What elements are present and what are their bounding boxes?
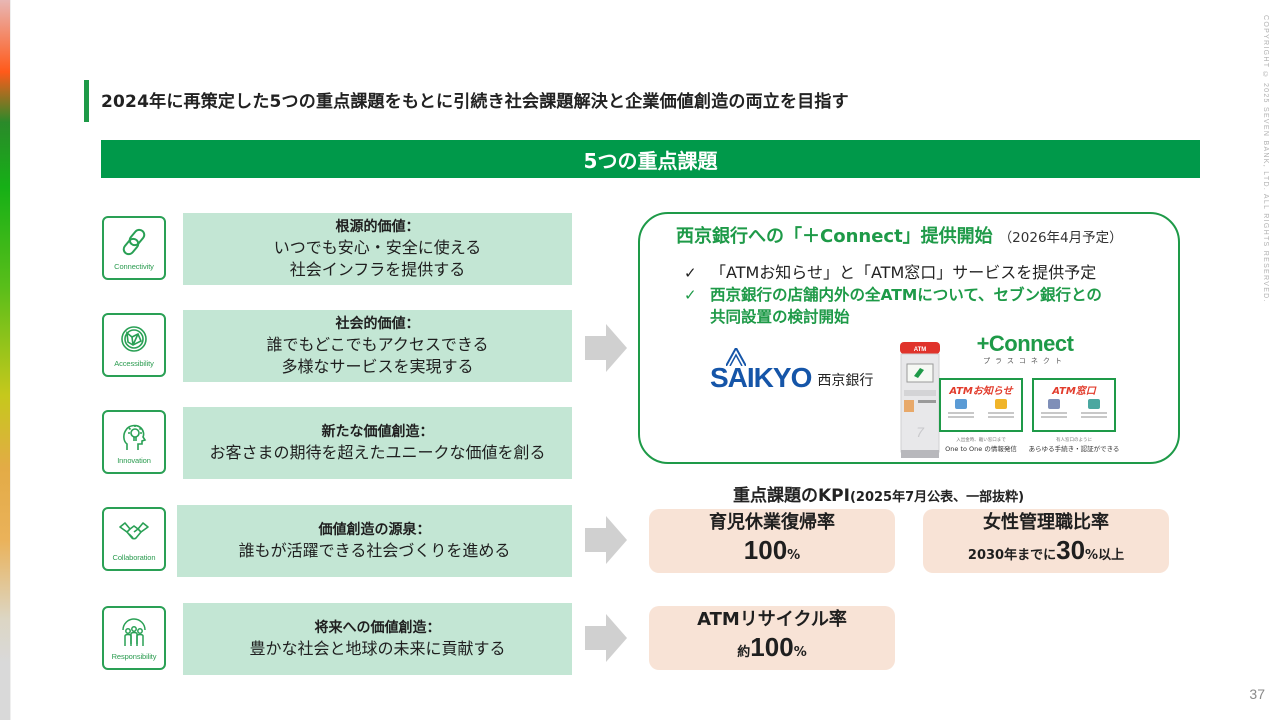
issue-desc-line: 誰もが活躍できる社会づくりを進める bbox=[238, 540, 511, 560]
issue-title: 価値創造の源泉： bbox=[318, 521, 431, 538]
right-arrow-icon bbox=[585, 324, 627, 372]
mail-cancel-icon bbox=[995, 399, 1007, 409]
kpi-value: 100 bbox=[750, 632, 794, 662]
right-arrow-icon bbox=[585, 614, 627, 662]
kpi-card-childcare-return: 育児休業復帰率 100 % bbox=[649, 509, 895, 573]
lightbulb-head-icon bbox=[123, 424, 147, 450]
atm-machine-image: ATM 7 bbox=[900, 342, 940, 458]
page-number: 37 bbox=[1249, 686, 1265, 702]
accessibility-badge: Accessibility bbox=[102, 313, 166, 377]
panel-title: 西京銀行への「＋Connect」提供開始 （2026年4月予定） bbox=[676, 222, 1123, 248]
kpi-label: ATMリサイクル率 bbox=[697, 609, 847, 630]
service-caption: 入出金時、離い窓口まで One to One の情報発信 bbox=[945, 438, 1017, 453]
issue-desc-line: いつでも安心・安全に使える bbox=[273, 237, 482, 257]
handshake-icon bbox=[119, 522, 149, 540]
section-banner: 5つの重点課題 bbox=[101, 140, 1200, 178]
issue-title: 将来への価値創造： bbox=[314, 619, 441, 636]
kpi-label: 女性管理職比率 bbox=[983, 512, 1109, 533]
issue-box-future-value: 将来への価値創造： 豊かな社会と地球の未来に貢献する bbox=[183, 603, 572, 675]
plus-connect-panel: 西京銀行への「＋Connect」提供開始 （2026年4月予定） ✓ 「ATMお知… bbox=[638, 212, 1180, 464]
plus-connect-wordmark: +Connect bbox=[976, 331, 1074, 356]
plus-connect-logo: +Connect プラスコネクト bbox=[970, 332, 1080, 366]
collaboration-badge: Collaboration bbox=[102, 507, 166, 571]
bullet-item-continuation: 共同設置の検討開始 bbox=[684, 306, 1102, 328]
issue-desc-line: 誰でもどこでもアクセスできる bbox=[266, 334, 489, 354]
svg-text:7: 7 bbox=[916, 424, 925, 440]
kpi-title-sub: (2025年7月公表、一部抜粋) bbox=[849, 490, 1025, 505]
connectivity-badge: Connectivity bbox=[102, 216, 166, 280]
responsibility-badge: Responsibility bbox=[102, 606, 166, 670]
innovation-label: Innovation bbox=[117, 456, 151, 465]
bullet-item: ✓ 「ATMお知らせ」と「ATM窓口」サービスを提供予定 bbox=[684, 262, 1102, 284]
section-banner-title: 5つの重点課題 bbox=[583, 148, 718, 173]
atm-screen-icon bbox=[1088, 399, 1100, 409]
collaboration-label: Collaboration bbox=[112, 553, 156, 562]
globe-network-icon bbox=[121, 326, 147, 352]
service-card-atm-counter: ATM窓口 bbox=[1032, 378, 1116, 432]
panel-bullets: ✓ 「ATMお知らせ」と「ATM窓口」サービスを提供予定 ✓ 西京銀行の店舗内外… bbox=[684, 262, 1102, 328]
issue-box-source-of-value: 価値創造の源泉： 誰もが活躍できる社会づくりを進める bbox=[177, 505, 572, 577]
saikyo-bank-logo: SAIKYO 西京銀行 bbox=[710, 348, 874, 392]
service-caption: 有人窓口のように あらゆる手続き・認証ができる bbox=[1028, 438, 1120, 453]
check-icon: ✓ bbox=[684, 286, 697, 304]
card-plus-icon bbox=[1048, 399, 1060, 409]
issue-title: 根源的価値： bbox=[335, 218, 420, 235]
kpi-card-atm-recycle: ATMリサイクル率 約 100 % bbox=[649, 606, 895, 670]
panel-title-main: 西京銀行への「＋Connect」提供開始 bbox=[676, 226, 993, 247]
issue-box-fundamental-value: 根源的価値： いつでも安心・安全に使える 社会インフラを提供する bbox=[183, 213, 572, 285]
saikyo-logo-jp: 西京銀行 bbox=[817, 373, 874, 389]
issue-box-social-value: 社会的価値： 誰でもどこでもアクセスできる 多様なサービスを実現する bbox=[183, 310, 572, 382]
issue-desc-line: お客さまの期待を超えたユニークな価値を創る bbox=[209, 442, 546, 462]
service-title: ATMお知らせ bbox=[949, 386, 1013, 397]
gear-hand-icon bbox=[955, 399, 967, 409]
kpi-value: 100 bbox=[743, 535, 788, 565]
link-icon bbox=[122, 228, 146, 256]
issue-desc-line: 多様なサービスを実現する bbox=[281, 356, 474, 376]
saikyo-logo-word: SAIKYO bbox=[710, 348, 812, 392]
panel-title-date: （2026年4月予定） bbox=[998, 230, 1123, 246]
kpi-label: 育児休業復帰率 bbox=[709, 512, 835, 533]
bullet-text: 「ATMお知らせ」と「ATM窓口」サービスを提供予定 bbox=[710, 263, 1097, 282]
service-title: ATM窓口 bbox=[1052, 386, 1096, 397]
bullet-item: ✓ 西京銀行の店舗内外の全ATMについて、セブン銀行との bbox=[684, 284, 1102, 306]
kpi-title-main: 重点課題のKPI bbox=[733, 486, 850, 506]
saikyo-peak-icon bbox=[726, 348, 746, 366]
issue-desc-line: 豊かな社会と地球の未来に貢献する bbox=[249, 638, 506, 658]
connectivity-label: Connectivity bbox=[114, 262, 154, 271]
accessibility-label: Accessibility bbox=[114, 359, 154, 368]
check-icon: ✓ bbox=[684, 264, 697, 282]
kpi-section-title: 重点課題のKPI(2025年7月公表、一部抜粋) bbox=[733, 481, 1024, 506]
people-globe-icon bbox=[122, 618, 146, 646]
issue-title: 社会的価値： bbox=[335, 315, 420, 332]
issue-box-new-value-creation: 新たな価値創造： お客さまの期待を超えたユニークな価値を創る bbox=[183, 407, 572, 479]
bullet-text: 共同設置の検討開始 bbox=[710, 308, 850, 326]
bullet-text: 西京銀行の店舗内外の全ATMについて、セブン銀行との bbox=[710, 286, 1102, 304]
service-card-atm-notice: ATMお知らせ bbox=[939, 378, 1023, 432]
kpi-value: 30 bbox=[1056, 535, 1086, 565]
atm-sign-text: ATM bbox=[914, 347, 927, 353]
side-gradient-stripe bbox=[0, 0, 11, 720]
page-headline: 2024年に再策定した5つの重点課題をもとに引続き社会課題解決と企業価値創造の両… bbox=[101, 92, 849, 112]
innovation-badge: Innovation bbox=[102, 410, 166, 474]
issue-desc-line: 社会インフラを提供する bbox=[289, 259, 466, 279]
kpi-card-female-managers: 女性管理職比率 2030年までに 30 % 以上 bbox=[923, 509, 1169, 573]
issue-title: 新たな価値創造： bbox=[321, 423, 434, 440]
responsibility-label: Responsibility bbox=[111, 652, 157, 661]
copyright-notice: COPYRIGHT © 2025 SEVEN BANK, LTD. ALL RI… bbox=[1262, 15, 1269, 303]
right-arrow-icon bbox=[585, 516, 627, 564]
headline-accent-bar bbox=[84, 80, 89, 122]
plus-connect-kana: プラスコネクト bbox=[983, 357, 1067, 365]
